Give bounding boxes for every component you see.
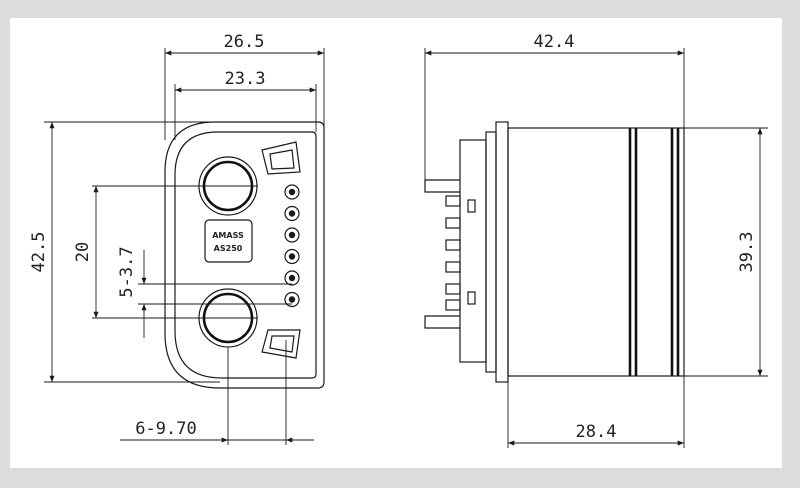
side-rear-pin-bottom xyxy=(424,315,460,329)
signal-pin-ring xyxy=(284,291,300,308)
dim-text-26-5: 26.5 xyxy=(224,32,265,52)
side-signal-tab xyxy=(445,261,461,273)
side-signal-tab xyxy=(445,239,461,251)
side-main-body xyxy=(507,127,685,377)
side-latch-notch xyxy=(467,291,476,305)
latch-bottom xyxy=(261,329,301,359)
signal-pin-ring xyxy=(284,184,300,200)
side-signal-tab xyxy=(445,195,461,207)
signal-pin-core xyxy=(288,274,296,282)
dim-text-28-4: 28.4 xyxy=(576,422,617,442)
side-signal-tab xyxy=(445,299,461,311)
drawing-paper xyxy=(10,18,782,468)
housing-label-plate xyxy=(204,219,253,263)
side-signal-tab xyxy=(445,283,461,295)
side-rear-housing xyxy=(459,139,487,363)
housing-label-line1: AMASS xyxy=(212,231,244,240)
latch-top xyxy=(261,141,301,175)
dim-text-small-pin: 5-3.7 xyxy=(117,246,137,297)
signal-pins xyxy=(284,184,300,308)
dim-text-20: 20 xyxy=(73,242,93,262)
side-signal-tabs xyxy=(445,195,476,311)
dim-text-42-4: 42.4 xyxy=(534,32,575,52)
signal-pin-core xyxy=(288,188,296,196)
side-view: 42.4 39.3 28.4 xyxy=(424,32,768,448)
housing-label-line2: AS250 xyxy=(214,244,243,253)
dim-text-pin-dia: 6-9.70 xyxy=(135,419,196,439)
signal-pin-ring xyxy=(284,205,300,222)
signal-pin-core xyxy=(288,253,296,260)
side-rear-pin-top xyxy=(424,179,460,193)
signal-pin-ring xyxy=(284,227,300,243)
dim-text-23-3: 23.3 xyxy=(225,69,266,89)
signal-pin-core xyxy=(288,296,296,303)
signal-pin-ring xyxy=(284,248,300,265)
signal-pin-core xyxy=(288,210,296,217)
signal-pin-core xyxy=(288,231,296,239)
signal-pin-ring xyxy=(284,270,300,286)
front-housing-inner xyxy=(174,131,317,379)
front-view: AMASS AS250 26.5 23.3 42.5 20 xyxy=(29,32,325,445)
side-latch-notch xyxy=(467,199,476,213)
side-signal-tab xyxy=(445,217,461,229)
dim-text-42-5: 42.5 xyxy=(29,232,49,273)
dim-text-39-3: 39.3 xyxy=(737,232,757,273)
